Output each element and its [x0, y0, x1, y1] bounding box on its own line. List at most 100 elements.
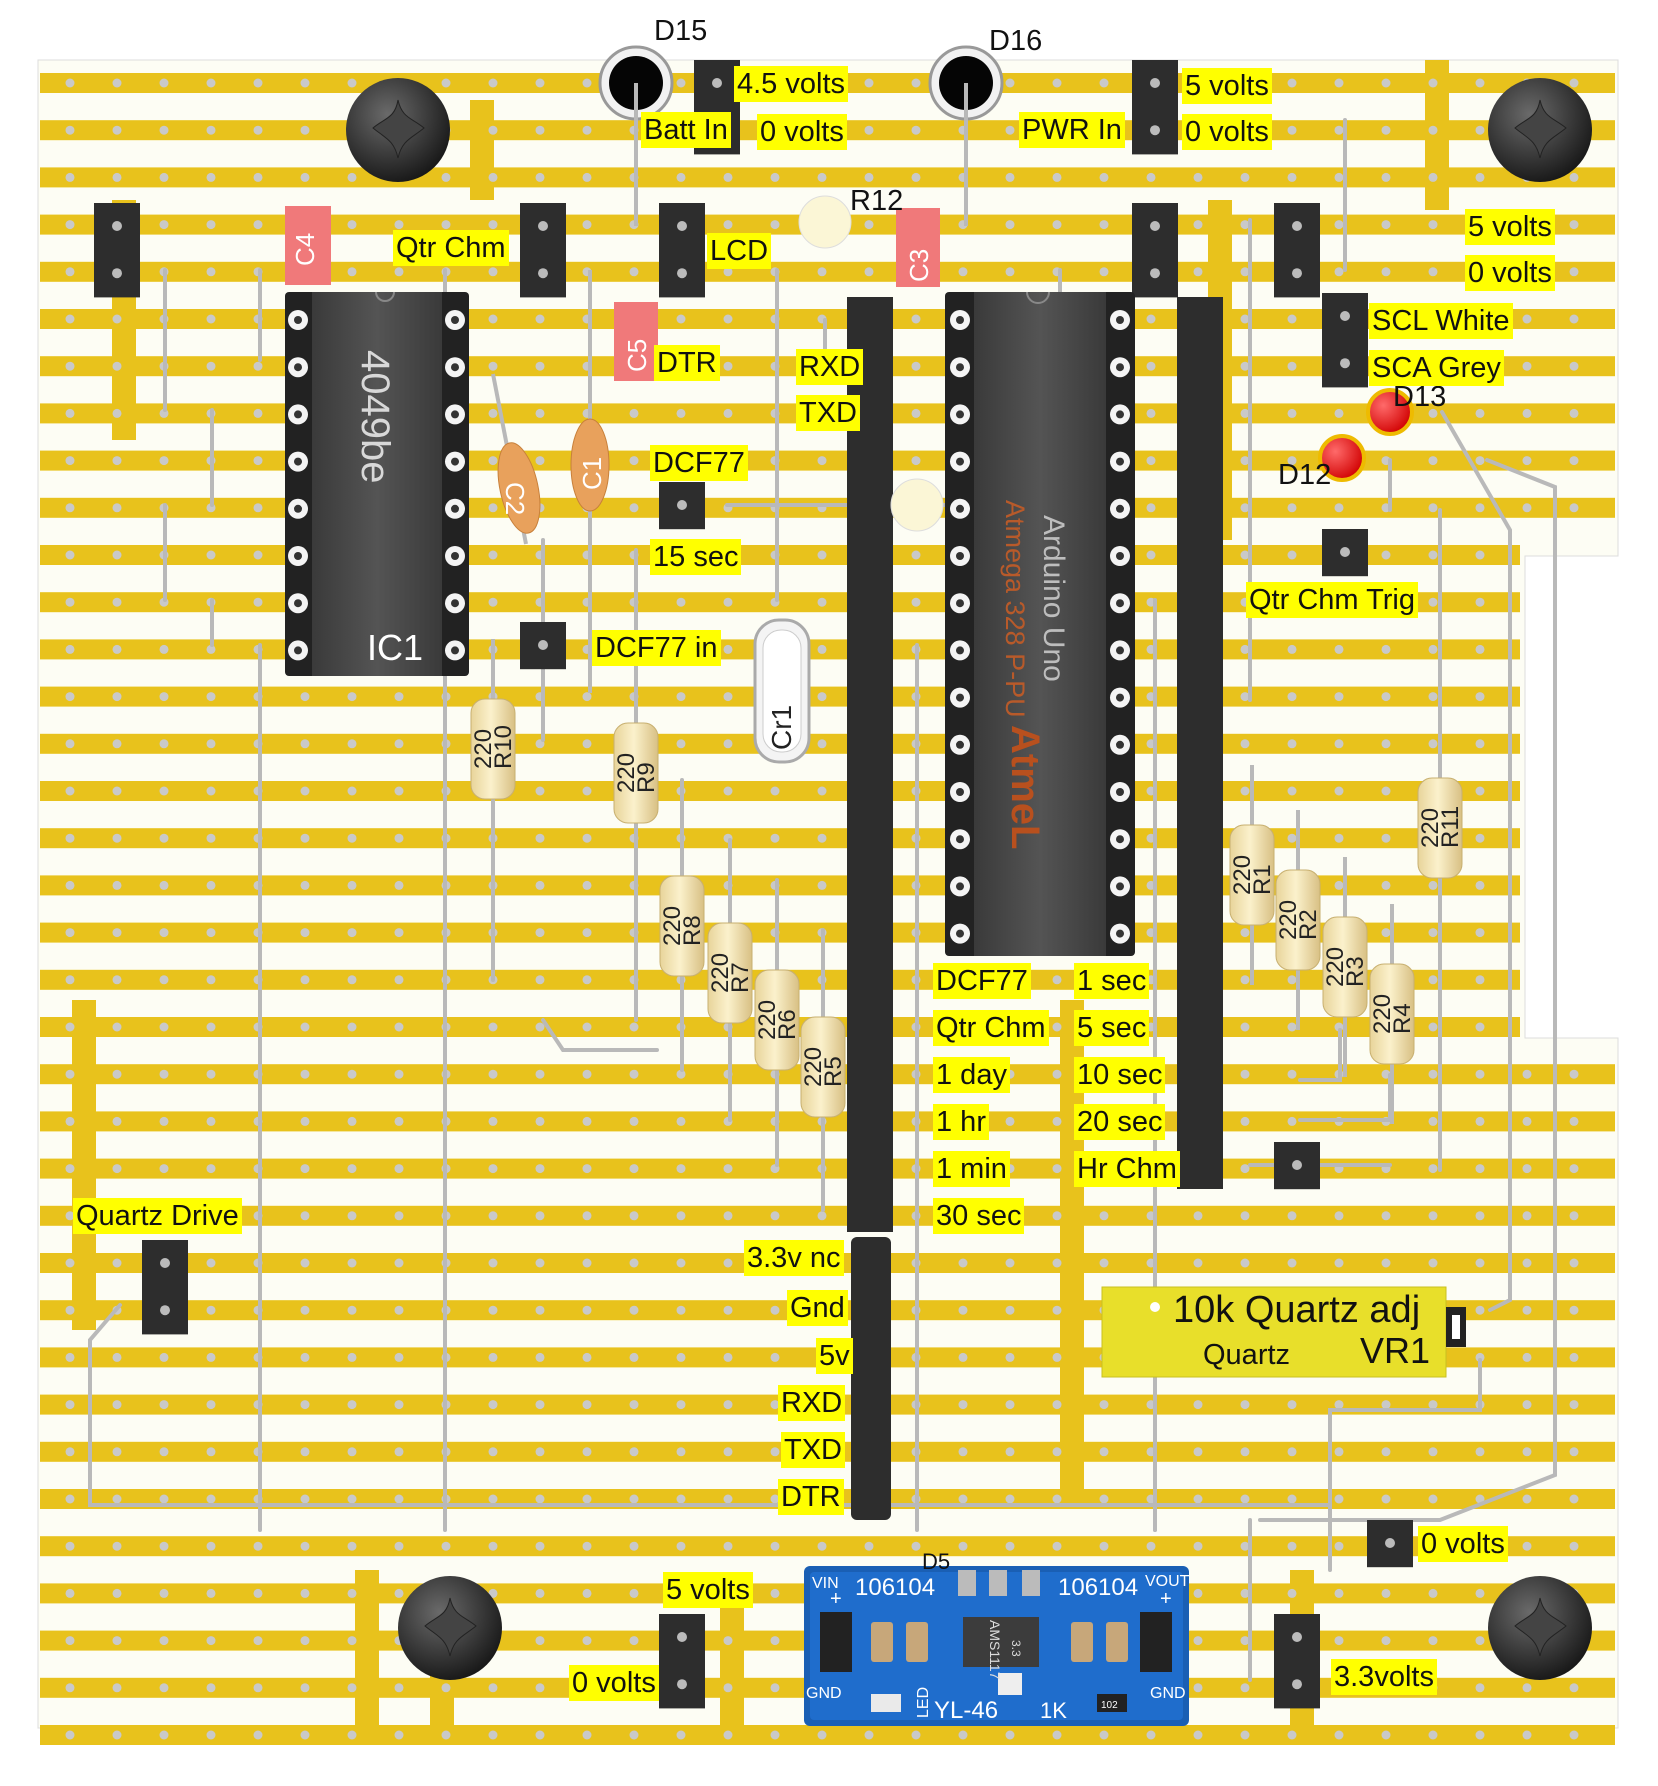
strip-hole [582, 78, 592, 88]
strip-hole [817, 1730, 827, 1740]
screw-top-left [346, 78, 450, 182]
strip-hole [535, 880, 545, 890]
header-i2c [1322, 293, 1368, 388]
strip-hole [864, 78, 874, 88]
strip-hole [300, 739, 310, 749]
strip-hole [159, 880, 169, 890]
strip-hole [65, 928, 75, 938]
strip-hole [112, 1588, 122, 1598]
strip-hole [488, 1164, 498, 1174]
strip-hole [65, 1588, 75, 1598]
resistors: 220R1220R2220R3220R4220R5220R6220R7220R8… [470, 639, 1464, 1177]
strip-hole [723, 1683, 733, 1693]
jumper-wire [1440, 410, 1512, 1312]
strip-hole [1146, 456, 1156, 466]
strip-hole [1240, 220, 1250, 230]
strip-hole [65, 880, 75, 890]
strip-hole [864, 1730, 874, 1740]
resistor-value-label: 220 [659, 906, 686, 946]
strip-hole [676, 1069, 686, 1079]
strip-hole [1334, 1400, 1344, 1410]
strip-hole [1287, 975, 1297, 985]
strip-hole [1240, 1400, 1250, 1410]
strip-hole [1052, 1730, 1062, 1740]
reg-plus-right: + [1160, 1588, 1172, 1610]
strip-hole [65, 1541, 75, 1551]
chip-pin-hole [956, 788, 964, 796]
strip-hole [1475, 78, 1485, 88]
strip-hole [1005, 220, 1015, 230]
strip-hole [253, 78, 263, 88]
strip-hole [582, 1164, 592, 1174]
resistor-value-label: 220 [754, 1000, 781, 1040]
strip-hole [582, 1494, 592, 1504]
regulator-module-yl46: VIN + VOUT + 106104 106104 AMS1117 3.3 G… [804, 1566, 1190, 1726]
ftdi-label-0: 3.3v nc [744, 1240, 844, 1276]
chip-pin-hole [956, 457, 964, 466]
strip-hole [958, 1447, 968, 1457]
strip-hole [535, 125, 545, 135]
strip-hole [1193, 1494, 1203, 1504]
label-dcf77-in: DCF77 in [592, 630, 721, 666]
ic-pin-hole [294, 504, 302, 513]
strip-hole [1381, 550, 1391, 560]
strip-hole [347, 928, 357, 938]
strip-hole [1522, 1494, 1532, 1504]
strip-hole [1146, 503, 1156, 513]
strip-hole [1475, 1730, 1485, 1740]
strip-hole [1428, 1022, 1438, 1032]
reg-plus-left: + [830, 1588, 842, 1610]
strip-hole [1569, 361, 1579, 371]
strip-hole [65, 692, 75, 702]
strip-hole [253, 1683, 263, 1693]
label-col2-1: 5 sec [1074, 1010, 1150, 1046]
ic-pin-hole [294, 410, 302, 419]
strip-hole [723, 408, 733, 418]
label-lcd: LCD [707, 233, 772, 269]
strip-hole [676, 172, 686, 182]
strip-hole [1005, 1447, 1015, 1457]
resistor-name-label: R1 [1249, 864, 1276, 895]
strip-hole [206, 1400, 216, 1410]
strip-hole [817, 597, 827, 607]
copper-strip [40, 922, 1520, 943]
strip-hole [629, 503, 639, 513]
strip-hole [253, 361, 263, 371]
header-3-3v [1274, 1614, 1320, 1709]
strip-hole [723, 1636, 733, 1646]
strip-hole [582, 880, 592, 890]
chip-pin-hole [956, 363, 964, 372]
strip-hole [723, 692, 733, 702]
strip-hole [1569, 456, 1579, 466]
strip-hole [206, 1022, 216, 1032]
strip-hole [723, 644, 733, 654]
strip-hole [1240, 1636, 1250, 1646]
screw-bottom-right [1488, 1576, 1592, 1680]
ic-pin-hole [294, 316, 302, 324]
strip-hole [1052, 172, 1062, 182]
strip-hole [535, 1352, 545, 1362]
strip-hole [1522, 1305, 1532, 1315]
strip-hole [1287, 361, 1297, 371]
strip-hole [1193, 1588, 1203, 1598]
strip-hole [253, 456, 263, 466]
strip-hole [582, 739, 592, 749]
strip-hole [1522, 1258, 1532, 1268]
strip-hole [159, 833, 169, 843]
strip-hole [65, 125, 75, 135]
strip-hole [159, 1683, 169, 1693]
strip-hole [1428, 1258, 1438, 1268]
strip-hole [112, 1116, 122, 1126]
strip-hole [300, 78, 310, 88]
strip-hole [1381, 1588, 1391, 1598]
strip-hole [1381, 1636, 1391, 1646]
strip-hole [1005, 1730, 1015, 1740]
strip-hole [300, 1305, 310, 1315]
screw-bottom-left [398, 1576, 502, 1680]
strip-hole [1052, 1022, 1062, 1032]
strip-hole [1240, 1069, 1250, 1079]
label-pwr-in: PWR In [1019, 112, 1125, 148]
strip-hole [1193, 172, 1203, 182]
strip-hole [112, 408, 122, 418]
